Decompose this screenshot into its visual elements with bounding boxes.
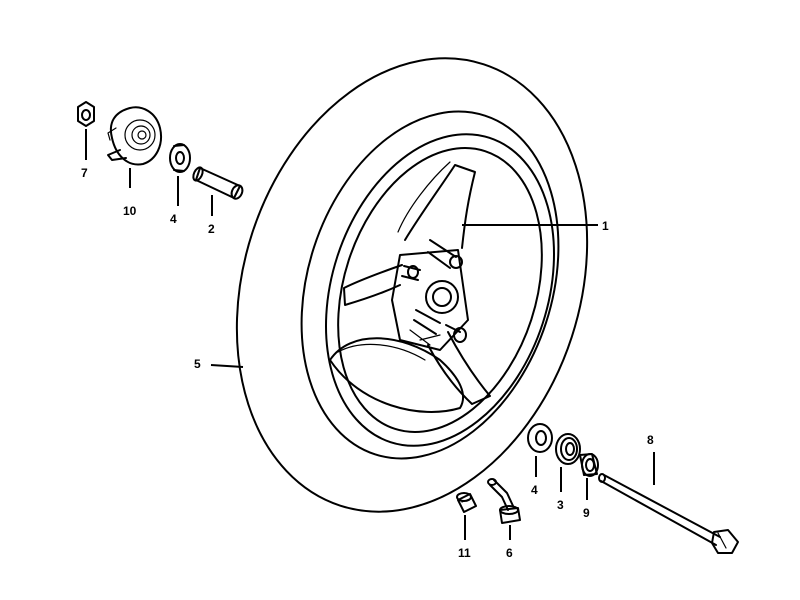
spoke-lower (427, 331, 491, 405)
hub-studs (401, 239, 467, 343)
callout-11: 11 (458, 546, 471, 560)
callout-2: 2 (208, 222, 215, 236)
rim-lower-dish (329, 337, 465, 413)
callout-1: 1 (602, 219, 609, 233)
part-collar (192, 166, 244, 200)
rim-spokes (329, 161, 491, 413)
part-bearing-washer-lower (527, 423, 553, 453)
rim-lip (337, 147, 543, 433)
spoke-left (343, 264, 403, 306)
hub-bore-inner (432, 287, 452, 307)
spoke-upper-ridge (397, 161, 451, 233)
part-axle-bolt (598, 473, 739, 554)
part-oil-seal (555, 433, 581, 465)
callout-9: 9 (583, 506, 590, 520)
callout-3: 3 (557, 498, 564, 512)
leader-5 (210, 364, 244, 368)
callout-4-upper: 4 (170, 212, 177, 226)
callout-labels: 1 2 3 4 4 5 6 7 8 9 10 11 (81, 166, 654, 560)
callout-7: 7 (81, 166, 88, 180)
callout-5: 5 (194, 357, 201, 371)
part-valve-cap (456, 492, 477, 513)
part-distance-collar (579, 453, 599, 477)
wheel-assembly (235, 57, 589, 513)
part-tire-valve (487, 478, 521, 524)
callout-8: 8 (647, 433, 654, 447)
part-speedometer-gear (107, 106, 162, 166)
tire-bead (300, 110, 560, 460)
callout-10: 10 (123, 204, 137, 218)
rim-lower-dish-edge (337, 343, 426, 361)
rim-flange (325, 133, 555, 447)
hub-bore-outer (425, 280, 459, 314)
callout-4-lower: 4 (531, 483, 538, 497)
callout-6: 6 (506, 546, 513, 560)
part-spacer-upper (169, 143, 191, 173)
part-nut (77, 101, 95, 127)
hub-body (391, 249, 469, 351)
wheel-hub (391, 239, 469, 351)
leader-lines (85, 129, 655, 540)
spoke-upper (404, 164, 476, 249)
tire-outline (235, 57, 589, 513)
